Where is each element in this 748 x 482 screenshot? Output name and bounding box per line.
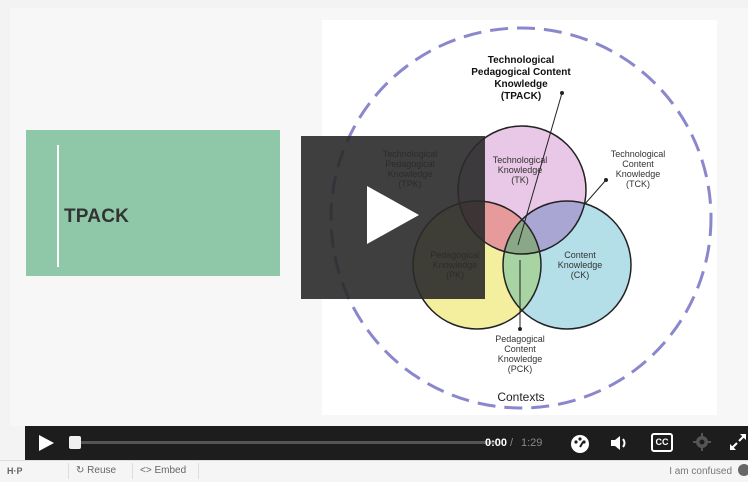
- confused-link[interactable]: I am confused: [669, 466, 732, 477]
- settings-gear-icon[interactable]: [693, 433, 711, 456]
- reuse-label: Reuse: [87, 465, 117, 476]
- tpack-leader-line: [517, 92, 563, 246]
- progress-bar[interactable]: [69, 441, 497, 444]
- embed-label: Embed: [154, 465, 187, 476]
- time-total: 1:29: [521, 437, 543, 449]
- contexts-label: Contexts: [497, 390, 544, 404]
- slide-title: TPACK: [64, 206, 130, 227]
- time-separator: /: [510, 437, 514, 449]
- title-slide: [26, 130, 280, 276]
- captions-button[interactable]: CC: [651, 433, 673, 452]
- playback-rate-icon[interactable]: [569, 433, 591, 458]
- h5p-logo[interactable]: H·P: [7, 466, 23, 476]
- player-controls: 0:00 / 1:29 CC: [25, 426, 748, 460]
- fullscreen-icon[interactable]: [729, 433, 747, 456]
- embed-button[interactable]: <> Embed: [140, 465, 186, 476]
- question-icon[interactable]: [738, 464, 748, 476]
- volume-icon[interactable]: [609, 433, 631, 458]
- tck-overlap: [503, 201, 586, 254]
- play-icon[interactable]: [37, 434, 55, 457]
- time-current: 0:00: [485, 437, 508, 449]
- progress-handle[interactable]: [69, 436, 81, 449]
- play-icon: [367, 186, 419, 244]
- h5p-footer: H·P ↻ Reuse <> Embed I am confused: [0, 460, 748, 482]
- title-slide-divider: [57, 145, 59, 267]
- big-play-button[interactable]: [301, 136, 485, 299]
- reuse-button[interactable]: ↻ Reuse: [76, 465, 116, 476]
- tpk-overlap: [458, 201, 541, 254]
- tck-leader-line: [583, 179, 607, 206]
- refresh-icon: ↻: [76, 465, 85, 476]
- code-icon: <>: [140, 465, 152, 476]
